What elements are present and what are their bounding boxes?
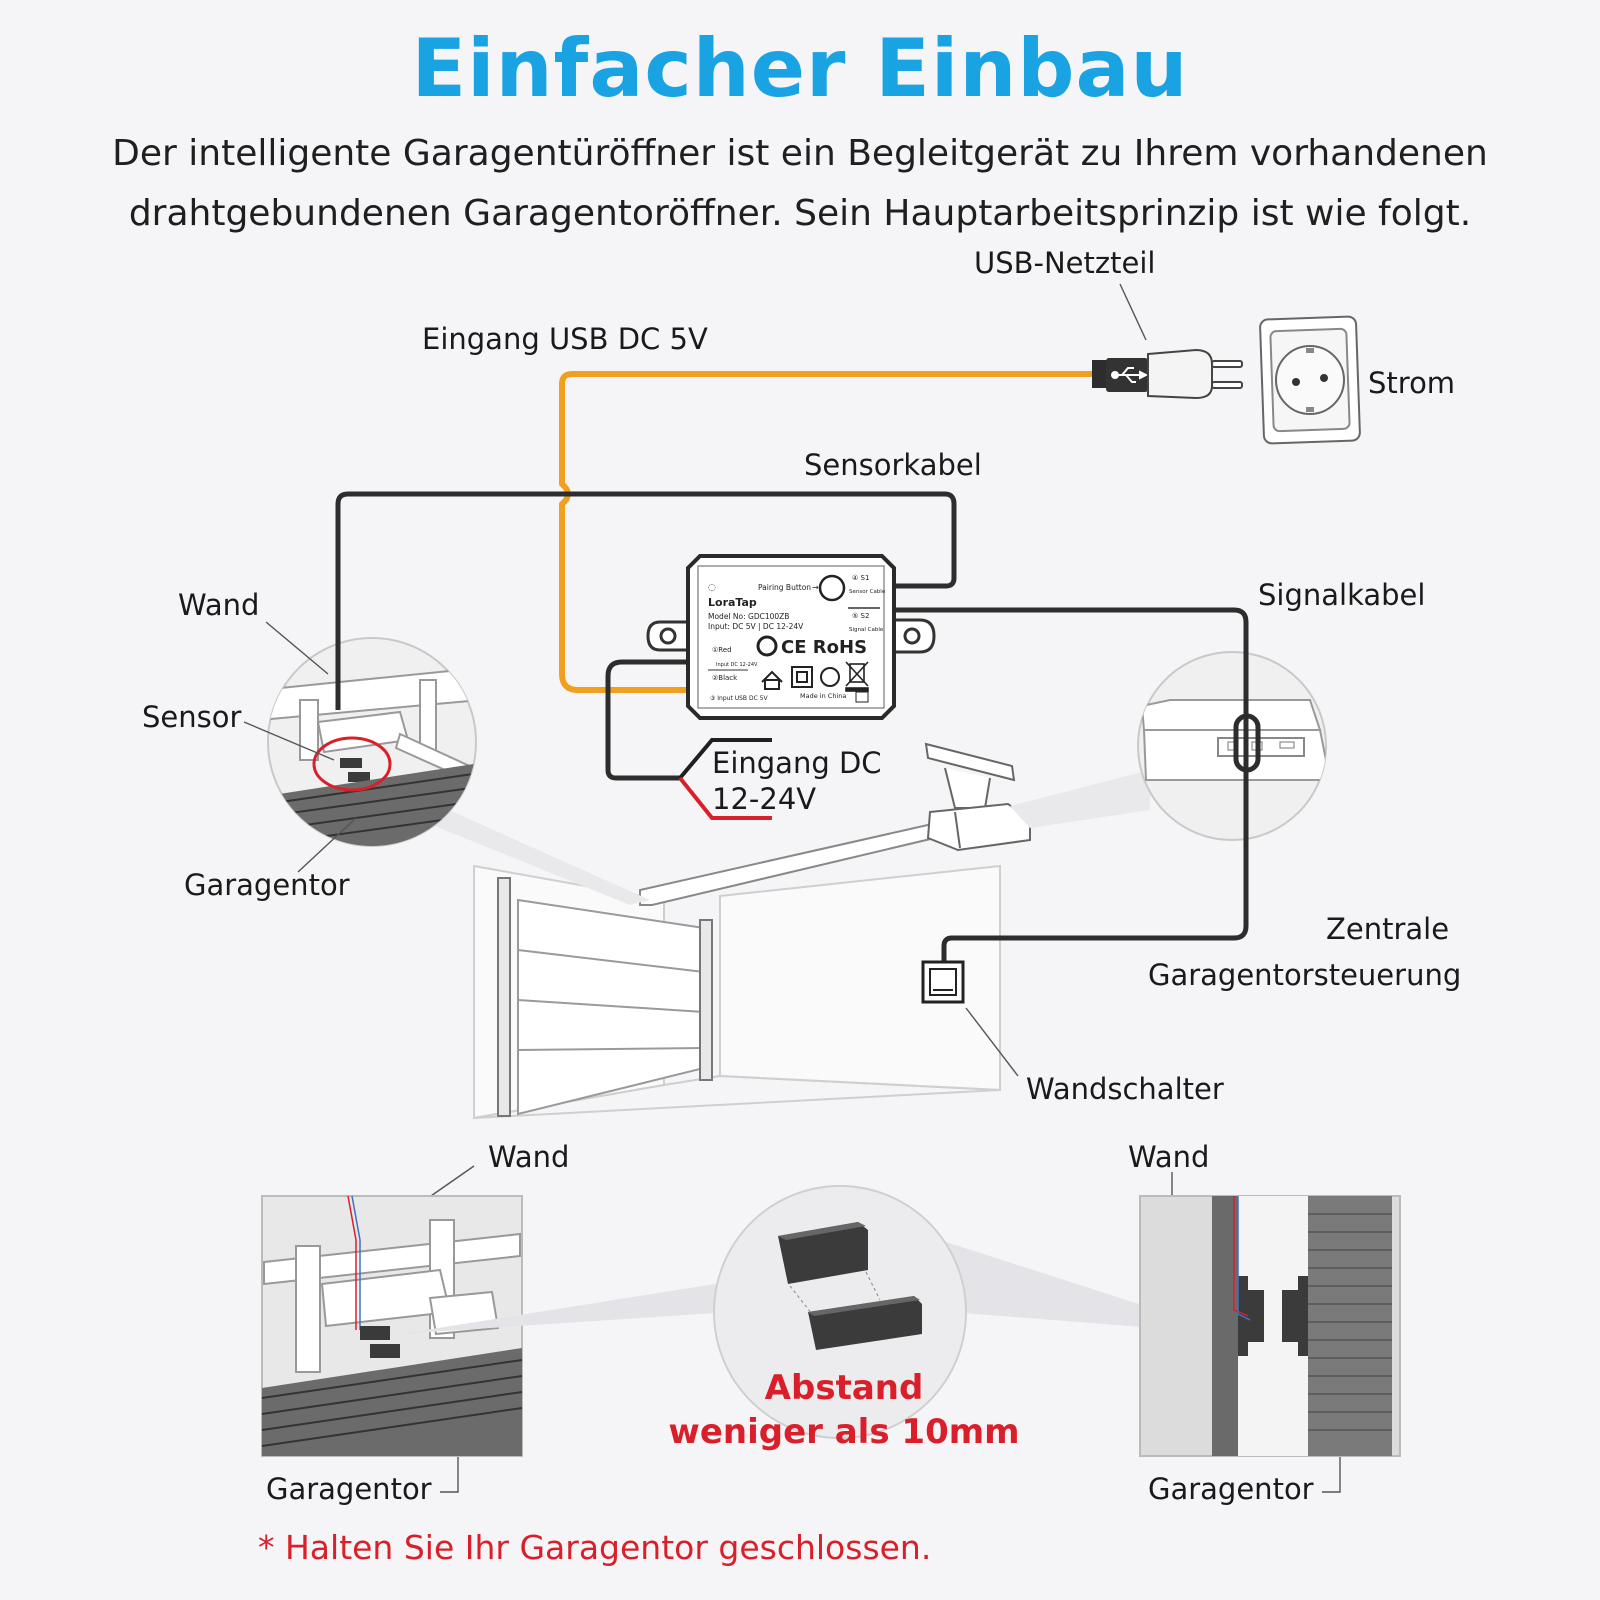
svg-text:→: → — [812, 583, 819, 592]
leader-lines — [243, 283, 1341, 1493]
recycle-icon — [756, 635, 778, 657]
label-dc-input-2: 12-24V — [712, 782, 817, 816]
controller-device: Pairing Button → ◌ LoraTap Model No: GDC… — [646, 554, 936, 720]
signal-clip — [1233, 713, 1261, 773]
device-black: ②Black — [712, 674, 738, 682]
intro-line-1: Der intelligente Garagentüröffner ist ei… — [112, 133, 1488, 174]
label-dc-input-1: Eingang DC — [712, 746, 882, 780]
zoom-beam-left — [420, 806, 650, 905]
device-brand: LoraTap — [708, 596, 757, 609]
device-input-usb: ③ Input USB DC 5V — [710, 695, 768, 702]
device-s2: ⑤ S2 — [852, 612, 869, 620]
page-title: Einfacher Einbau — [411, 22, 1189, 115]
closed-door-note: * Halten Sie Ihr Garagentor geschlossen. — [258, 1528, 932, 1567]
dc-black-wire — [678, 738, 772, 780]
device-pairing-label: Pairing Button — [758, 583, 811, 592]
device-s1: ④ S1 — [852, 574, 869, 582]
garage-door-panels — [497, 877, 713, 1117]
label-bottom-door-left: Garagentor — [266, 1472, 432, 1506]
device-red: ①Red — [712, 646, 732, 654]
wall-switch-icon — [921, 960, 965, 1004]
device-s1-sub: Sensor Cable — [849, 589, 886, 595]
device-s2-sub: Signal Cable — [849, 627, 884, 633]
label-bottom-wall-left: Wand — [488, 1140, 570, 1174]
zoom-beam-bottom-left — [400, 1280, 740, 1334]
signal-cable — [894, 607, 1249, 962]
label-usb-adapter: USB-Netzteil — [974, 246, 1156, 280]
intro-text: Der intelligente Garagentüröffner ist ei… — [40, 124, 1560, 244]
intro-line-2: drahtgebundenen Garagentoröffner. Sein H… — [128, 193, 1472, 234]
usb-icon — [1111, 367, 1149, 383]
device-model: Model No: GDC100ZB — [708, 612, 789, 621]
label-sensor: Sensor — [142, 700, 242, 734]
control-zoom-circle — [1137, 651, 1327, 841]
label-control-2: Garagentorsteuerung — [1148, 958, 1462, 992]
label-bottom-door-right: Garagentor — [1148, 1472, 1314, 1506]
weee-bin-icon — [845, 661, 869, 692]
bottom-right-detail — [1139, 1195, 1401, 1457]
device-marks: CE RoHS — [781, 637, 867, 658]
house-icon — [761, 670, 783, 690]
svg-text:◌: ◌ — [708, 583, 716, 593]
power-socket-icon — [1259, 315, 1361, 445]
zoom-beam-right — [1010, 770, 1150, 828]
label-wall-switch: Wandschalter — [1026, 1072, 1224, 1106]
garage-room-illustration — [473, 818, 1001, 1120]
dc-input-cable — [605, 659, 688, 781]
label-power: Strom — [1368, 366, 1456, 400]
device-made-in: Made in China — [800, 692, 846, 700]
label-bottom-wall-right: Wand — [1128, 1140, 1210, 1174]
distance-label-1: Abstand — [764, 1368, 924, 1408]
label-usb-input: Eingang USB DC 5V — [422, 322, 708, 356]
label-control-1: Zentrale — [1326, 912, 1450, 946]
usb-adapter — [1092, 348, 1243, 400]
garage-opener-unit — [924, 742, 1031, 852]
label-sensor-cable: Sensorkabel — [804, 448, 982, 482]
label-signal-cable: Signalkabel — [1258, 578, 1426, 612]
dc-red-wire — [678, 776, 772, 820]
distance-zoom-circle — [713, 1185, 967, 1439]
sensor-cable — [335, 491, 957, 710]
device-input-dc: Input DC 12-24V — [716, 662, 758, 668]
distance-label-2: weniger als 10mm — [668, 1412, 1020, 1452]
device-input: Input: DC 5V | DC 12-24V — [708, 622, 804, 631]
label-wall: Wand — [178, 588, 260, 622]
label-garage-door: Garagentor — [184, 868, 350, 902]
